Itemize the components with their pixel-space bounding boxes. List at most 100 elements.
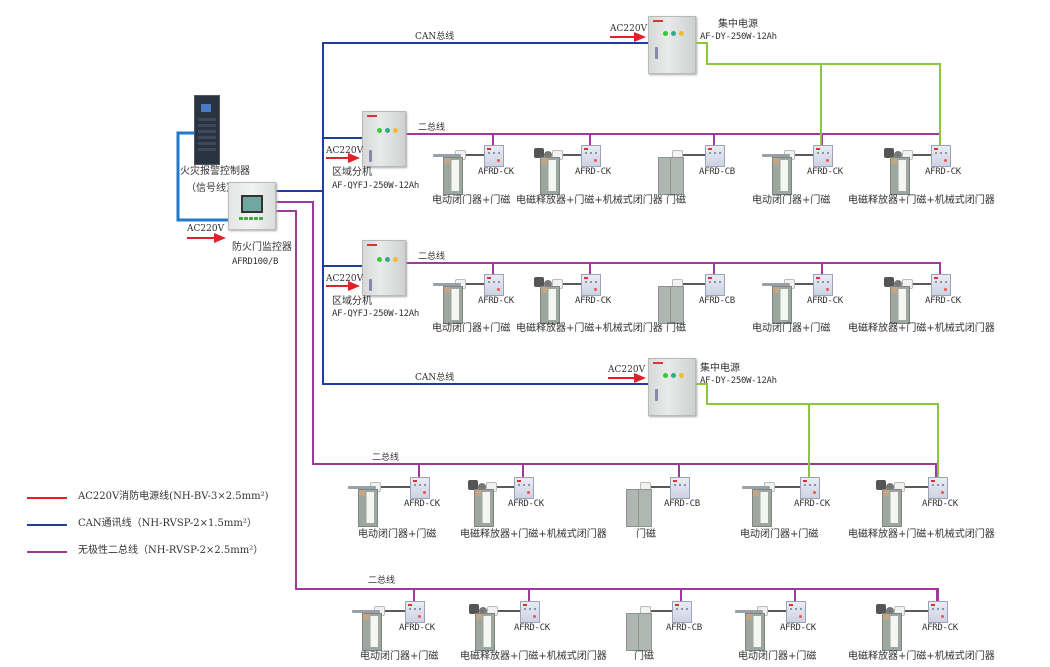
legend-label-bus: 无极性二总线（NH-RVSP-2×2.5mm²） xyxy=(78,545,264,556)
device-caption: 电磁释放器+门磁+机械式闭门器 xyxy=(460,651,607,662)
door-icon xyxy=(474,489,494,527)
module-led xyxy=(497,288,500,291)
module-brand xyxy=(816,277,820,279)
door-split xyxy=(670,158,671,194)
double-door-icon xyxy=(658,286,684,324)
power-arrow-head xyxy=(634,32,646,42)
door-leaf xyxy=(780,289,788,320)
door-frame xyxy=(444,158,450,164)
armature-icon xyxy=(886,607,894,615)
door-module xyxy=(514,477,534,499)
module-model: AFRD-CB xyxy=(666,623,702,633)
device-links xyxy=(380,154,931,612)
electromagnet-icon xyxy=(884,148,894,158)
door-module xyxy=(581,274,601,296)
door-closer-icon xyxy=(735,610,763,613)
door-closer-icon xyxy=(352,610,380,613)
door-frame xyxy=(475,490,481,496)
device-caption: 电磁释放器+门磁+机械式闭门器 xyxy=(848,651,995,662)
door-icon xyxy=(443,157,463,195)
electromagnet-icon xyxy=(876,604,886,614)
door-module xyxy=(813,145,833,167)
electromagnet-icon xyxy=(876,480,886,490)
module-buttons xyxy=(709,152,721,154)
device-caption: 电动闭门器+门磁 xyxy=(432,195,511,206)
module-buttons xyxy=(585,281,597,283)
module-led xyxy=(941,491,944,494)
module-buttons xyxy=(524,608,536,610)
power-supply-2-power: AC220V xyxy=(608,365,646,375)
module-brand xyxy=(708,277,712,279)
door-icon xyxy=(772,157,792,195)
module-brand xyxy=(487,277,491,279)
can-line-zone2 xyxy=(322,43,648,385)
door-module xyxy=(484,274,504,296)
module-brand xyxy=(934,277,938,279)
power-arrow-head xyxy=(348,153,360,163)
zone-unit-2 xyxy=(362,240,406,296)
door-leaf xyxy=(898,289,906,320)
module-led xyxy=(826,159,829,162)
monitor-model: AFRD100/B xyxy=(232,257,279,267)
door-module xyxy=(670,477,690,499)
double-door-icon xyxy=(658,157,684,195)
module-model: AFRD-CB xyxy=(699,167,735,177)
door-icon xyxy=(882,489,902,527)
monitor-power-label: AC220V xyxy=(187,224,225,234)
module-model: AFRD-CK xyxy=(478,167,514,177)
module-buttons xyxy=(674,484,686,486)
device-caption: 电动闭门器+门磁 xyxy=(752,323,831,334)
door-frame xyxy=(363,614,369,620)
module-buttons xyxy=(790,608,802,610)
module-brand xyxy=(675,604,679,606)
bus-label-row3: 二总线 xyxy=(372,453,400,463)
legend-line-can xyxy=(27,524,67,526)
door-frame xyxy=(891,287,897,293)
door-frame xyxy=(444,287,450,293)
zone-unit-2-power: AC220V xyxy=(326,274,364,284)
power-supply-1-title: 集中电源 xyxy=(718,19,758,30)
armature-icon xyxy=(894,280,902,288)
module-brand xyxy=(931,480,935,482)
door-icon xyxy=(772,286,792,324)
module-buttons xyxy=(935,281,947,283)
legend-label-can: CAN通讯线（NH-RVSP-2×1.5mm²） xyxy=(78,518,257,529)
module-model: AFRD-CK xyxy=(514,623,550,633)
bus-line-row1 xyxy=(406,133,941,145)
legend-label-power: AC220V消防电源线(NH-BV-3×2.5mm²) xyxy=(78,491,269,502)
door-leaf xyxy=(482,492,490,523)
door-leaf xyxy=(898,160,906,191)
module-buttons xyxy=(817,152,829,154)
door-icon xyxy=(890,157,910,195)
door-icon xyxy=(540,157,560,195)
door-module xyxy=(405,601,425,623)
module-led xyxy=(594,288,597,291)
module-buttons xyxy=(935,152,947,154)
module-model: AFRD-CK xyxy=(399,623,435,633)
module-buttons xyxy=(932,484,944,486)
device-caption: 电动闭门器+门磁 xyxy=(358,529,437,540)
device-caption: 门磁 xyxy=(666,195,686,206)
door-leaf xyxy=(890,492,898,523)
bus-line-row2 xyxy=(406,262,941,274)
module-brand xyxy=(934,148,938,150)
armature-icon xyxy=(478,483,486,491)
door-module xyxy=(705,145,725,167)
device-caption: 电动闭门器+门磁 xyxy=(432,323,511,334)
door-module xyxy=(813,274,833,296)
bus-label-row1: 二总线 xyxy=(418,123,446,133)
door-leaf xyxy=(451,289,459,320)
module-brand xyxy=(816,148,820,150)
module-led xyxy=(423,491,426,494)
zone-unit-1-power: AC220V xyxy=(326,146,364,156)
door-icon xyxy=(362,613,382,651)
armature-icon xyxy=(886,483,894,491)
door-icon xyxy=(443,286,463,324)
door-module xyxy=(520,601,540,623)
door-frame xyxy=(891,158,897,164)
door-icon xyxy=(540,286,560,324)
electromagnet-icon xyxy=(534,277,544,287)
door-module xyxy=(928,477,948,499)
door-leaf xyxy=(548,160,556,191)
door-frame xyxy=(773,158,779,164)
